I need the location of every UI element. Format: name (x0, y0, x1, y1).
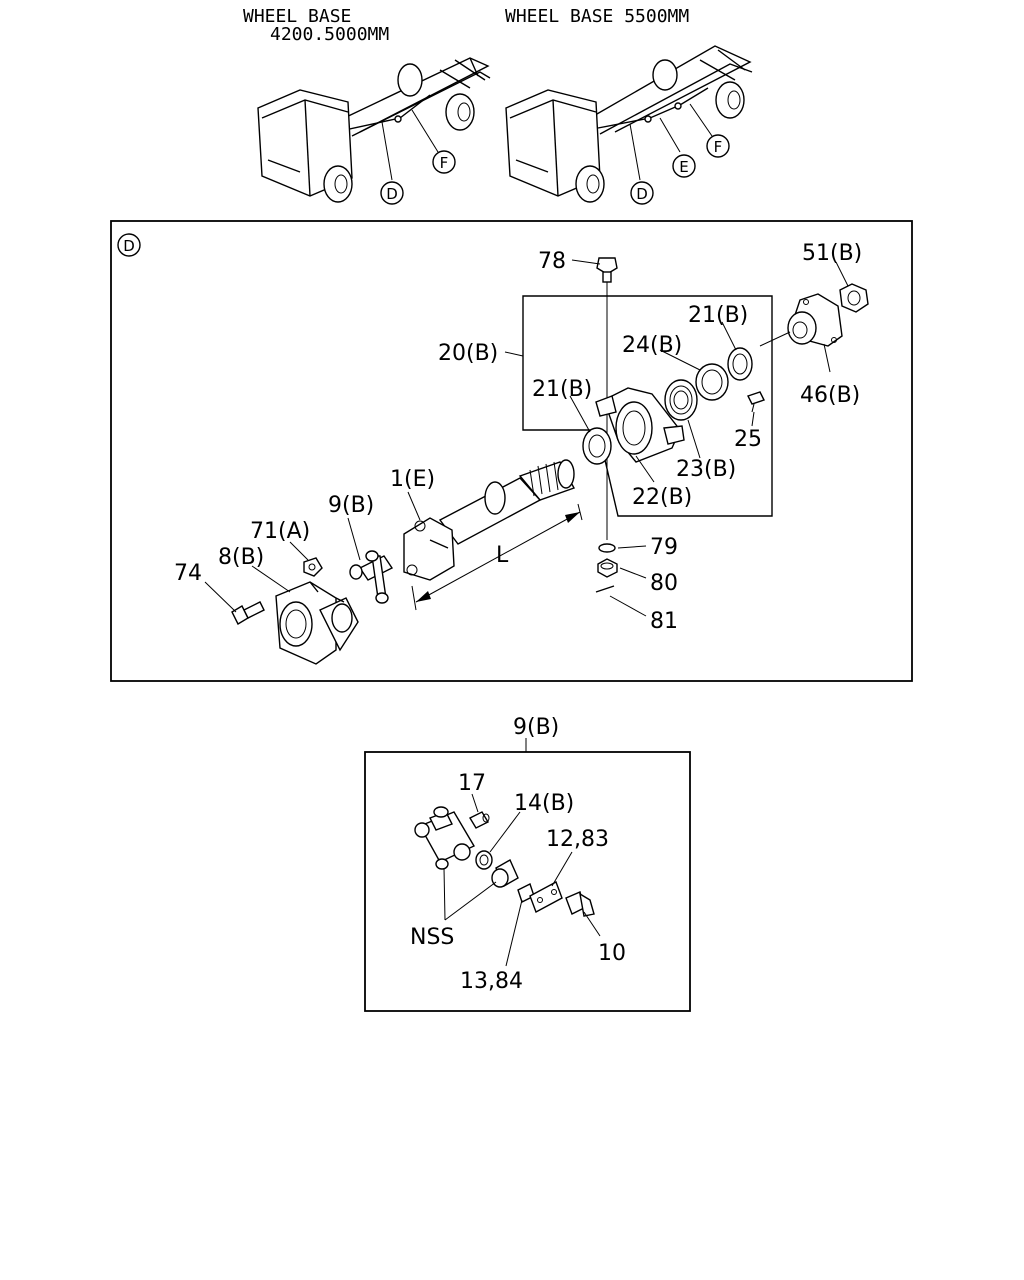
truck-b-callout-e: E (672, 154, 696, 178)
label-25: 25 (734, 427, 762, 452)
label-78: 78 (538, 249, 566, 274)
label-9b: 9(B) (328, 493, 374, 518)
shaft-yoke (403, 517, 455, 581)
cross-spider (414, 806, 475, 870)
grease-nipple-25 (747, 391, 765, 413)
svg-text:D: D (636, 185, 648, 203)
wheel-base-a-title: WHEEL BASE (243, 6, 351, 27)
bolt-78 (596, 257, 618, 283)
label-12-83: 12,83 (546, 827, 609, 852)
label-20b: 20(B) (438, 341, 498, 366)
flange-nut-51b (839, 283, 869, 313)
label-21b-top: 21(B) (688, 303, 748, 328)
label-23b: 23(B) (676, 457, 736, 482)
companion-flange-46b (759, 293, 843, 347)
label-10: 10 (598, 941, 626, 966)
truck-b-callout-d: D (630, 181, 654, 205)
spacer-24b (695, 363, 729, 401)
detail-d-view-label: D (117, 233, 141, 257)
svg-text:F: F (714, 138, 723, 156)
wheel-base-a-value: 4200.5000MM (270, 24, 389, 45)
truck-a-illustration (257, 57, 491, 203)
washer-79 (598, 543, 616, 553)
seal-14b (475, 850, 493, 870)
svg-text:D: D (386, 185, 398, 203)
bolt-10 (565, 891, 595, 917)
flange-yoke-8b (275, 581, 359, 665)
cotter-pin-81 (595, 585, 615, 593)
label-81: 81 (650, 609, 678, 634)
truck-b-callout-f: F (706, 134, 730, 158)
svg-text:E: E (679, 158, 688, 176)
label-79: 79 (650, 535, 678, 560)
label-46b: 46(B) (800, 383, 860, 408)
truck-a-callout-d: D (380, 181, 404, 205)
label-24b: 24(B) (622, 333, 682, 358)
leaders-9b (443, 793, 601, 967)
detail-d-frame (110, 220, 913, 682)
label-21b-left: 21(B) (532, 377, 592, 402)
svg-text:F: F (440, 154, 449, 172)
dimension-l (411, 503, 583, 611)
bearing-cup (491, 859, 519, 888)
label-8b: 8(B) (218, 545, 264, 570)
label-l: L (496, 543, 509, 568)
label-71a: 71(A) (250, 519, 310, 544)
universal-joint-9b (349, 550, 394, 604)
center-bearing-assembly-outline (522, 295, 773, 517)
truck-a-callout-f: F (432, 150, 456, 174)
label-17: 17 (458, 771, 486, 796)
bearing-housing-22b (595, 387, 685, 463)
leaders-d (204, 259, 849, 617)
label-22b: 22(B) (632, 485, 692, 510)
bolt-74 (231, 601, 265, 625)
seal-21b-top (727, 347, 753, 381)
label-74: 74 (174, 561, 202, 586)
detail-9b-title: 9(B) (513, 715, 559, 740)
wheel-base-b-title: WHEEL BASE 5500MM (505, 6, 689, 27)
detail-9b-frame (364, 751, 691, 1012)
label-14b: 14(B) (514, 791, 574, 816)
svg-text:D: D (123, 237, 135, 255)
nut-80 (597, 558, 618, 578)
nut-71a (303, 557, 323, 577)
bearing-23b (664, 379, 698, 421)
label-80: 80 (650, 571, 678, 596)
lock-plate-12-83 (529, 881, 563, 913)
grease-nipple-17 (469, 811, 490, 829)
seal-21b-left (582, 427, 612, 465)
truck-b-illustration (505, 45, 753, 203)
label-51b: 51(B) (802, 241, 862, 266)
propeller-shaft-1e (438, 459, 576, 545)
label-1e: 1(E) (390, 467, 435, 492)
label-13-84: 13,84 (460, 969, 523, 994)
label-nss: NSS (410, 925, 454, 950)
